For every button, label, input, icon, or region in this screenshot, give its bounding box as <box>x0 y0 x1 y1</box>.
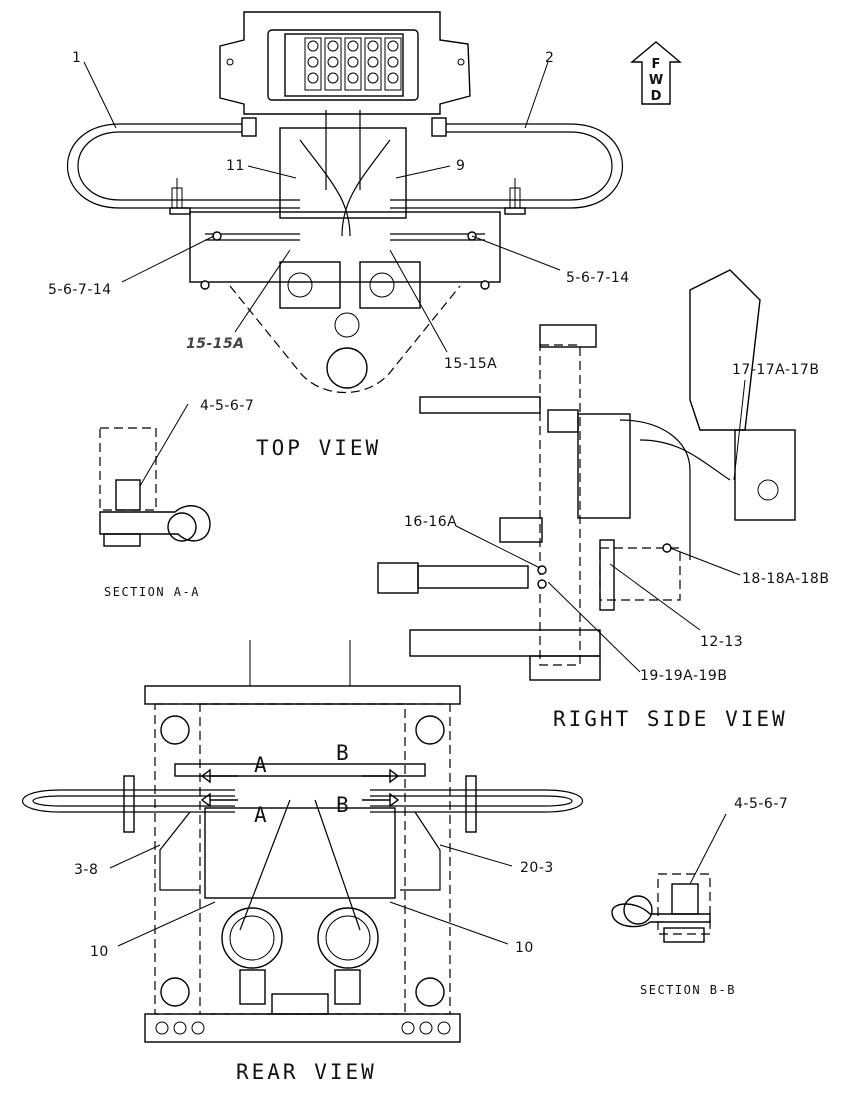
callout-17-17a-17b: 17-17A-17B <box>732 362 819 378</box>
right-side-leaders <box>455 379 746 673</box>
section-marker-a-lower: A <box>254 803 270 827</box>
callout-5-6-7-14-right: 5-6-7-14 <box>566 270 630 286</box>
section-marker-a-upper: A <box>254 753 270 777</box>
callout-10-right: 10 <box>515 940 534 956</box>
callout-4-5-6-7-bb: 4-5-6-7 <box>734 796 788 812</box>
rear-view-drawing <box>21 640 584 1043</box>
section-bb-drawing <box>611 813 727 943</box>
callout-16-16a: 16-16A <box>404 514 457 530</box>
section-bb-title: SECTION B-B <box>640 983 736 997</box>
section-marker-b-lower: B <box>336 793 352 817</box>
callout-3-8: 3-8 <box>74 862 98 878</box>
fwd-letter-w: W <box>649 73 663 88</box>
callout-10-left: 10 <box>90 944 109 960</box>
rear-view-title: REAR VIEW <box>236 1060 377 1084</box>
callout-18-18a-18b: 18-18A-18B <box>742 571 829 587</box>
callout-9: 9 <box>456 158 465 174</box>
forward-arrow-icon: F W D <box>630 41 682 105</box>
callout-2: 2 <box>545 50 554 66</box>
fwd-letter-d: D <box>651 89 662 104</box>
right-side-view-drawing <box>377 269 796 681</box>
top-view-leaders <box>83 61 561 353</box>
top-view-title: TOP VIEW <box>256 436 381 460</box>
section-aa-title: SECTION A-A <box>104 585 200 599</box>
section-marker-b-upper: B <box>336 741 352 765</box>
fwd-letter-f: F <box>652 57 661 72</box>
section-aa-drawing <box>99 403 211 547</box>
callout-12-13: 12-13 <box>700 634 743 650</box>
callout-19-19a-19b: 19-19A-19B <box>640 668 727 684</box>
callout-1: 1 <box>72 50 81 66</box>
callout-20-3: 20-3 <box>520 860 554 876</box>
callout-5-6-7-14-left: 5-6-7-14 <box>48 282 112 298</box>
top-view-drawing <box>67 11 623 394</box>
callout-15-15a-left: 15-15A <box>186 336 245 352</box>
callout-4-5-6-7-aa: 4-5-6-7 <box>200 398 254 414</box>
rear-view-leaders <box>109 844 513 947</box>
callout-15-15a-right: 15-15A <box>444 356 497 372</box>
right-side-view-title: RIGHT SIDE VIEW <box>553 707 788 731</box>
callout-11: 11 <box>226 158 245 174</box>
